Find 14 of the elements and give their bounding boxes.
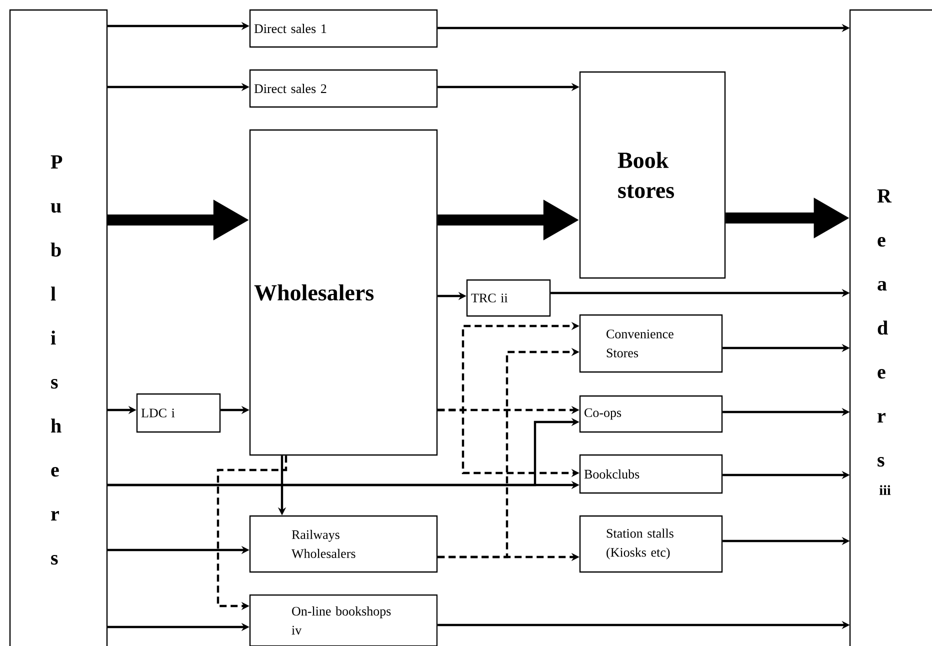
process-box: Book stores — [579, 71, 726, 279]
process-box: Direct sales 1 — [249, 9, 438, 48]
process-box: Railways Wholesalers — [249, 515, 438, 573]
process-box: Bookclubs — [579, 454, 723, 494]
column-panel: R e a d e r s iii — [849, 9, 932, 646]
process-box: LDC i — [136, 393, 221, 433]
process-box: Station stalls (Kiosks etc) — [579, 515, 723, 573]
process-box: Wholesalers — [249, 129, 438, 456]
process-box: On-line bookshops iv — [249, 594, 438, 646]
process-box: Co-ops — [579, 395, 723, 433]
process-box: TRC ii — [466, 279, 551, 317]
column-panel: P u b l i s h e r s — [9, 9, 108, 646]
process-box: Direct sales 2 — [249, 69, 438, 108]
process-box: Convenience Stores — [579, 314, 723, 373]
